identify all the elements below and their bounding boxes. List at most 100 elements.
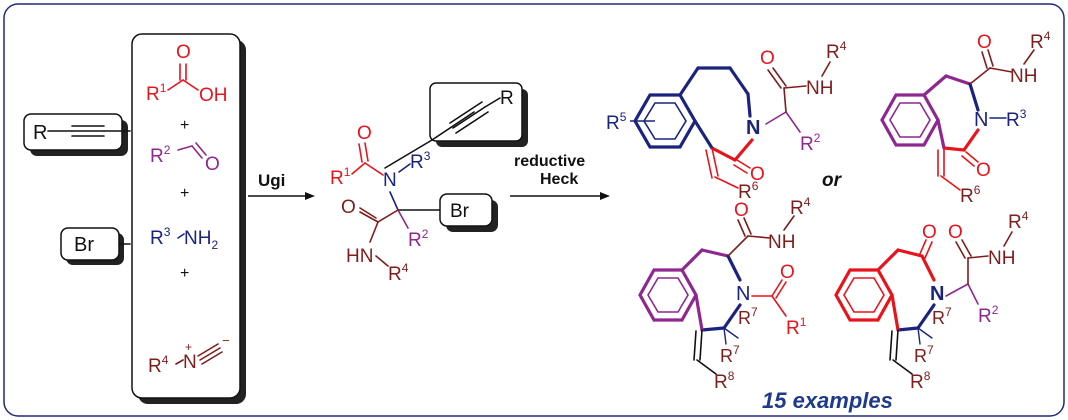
or-label: or <box>822 170 843 191</box>
svg-text:R8: R8 <box>714 369 735 393</box>
p4-r7a: R <box>932 308 945 328</box>
p4-o-ring: O <box>922 222 937 243</box>
plus-3: + <box>180 265 189 282</box>
plus-2: + <box>180 185 189 202</box>
svg-text:R1: R1 <box>146 81 167 105</box>
p2-r6-sup: 6 <box>974 183 981 197</box>
p1-o-amide: O <box>760 48 775 69</box>
ald-o: O <box>205 154 220 175</box>
p4-r7b: R <box>914 346 927 366</box>
acid-r1-sup: 1 <box>160 81 167 95</box>
svg-text:R2: R2 <box>978 303 999 327</box>
iso-r4-sup: 4 <box>162 353 169 367</box>
p1-r5-sup: 5 <box>620 110 627 124</box>
amine-r3: R <box>150 228 164 249</box>
svg-text:R6: R6 <box>738 179 759 203</box>
p1-nh: NH <box>806 78 833 99</box>
heck-arrow: reductive Heck <box>510 153 610 200</box>
product-2: N R3 O R6 O NH R4 <box>880 29 1051 207</box>
p2-r3: R <box>1006 110 1020 131</box>
p3-r4: R <box>790 198 804 219</box>
svg-text:R1: R1 <box>330 165 351 189</box>
acid-oh: OH <box>199 85 228 106</box>
p1-o-ring: O <box>750 164 765 185</box>
p4-r8: R <box>910 372 924 393</box>
int-r1-sup: 1 <box>344 165 351 179</box>
components-box <box>131 33 241 399</box>
ugi-label: Ugi <box>258 171 285 190</box>
acid-o: O <box>176 42 191 63</box>
p2-nh: NH <box>1010 66 1037 87</box>
svg-text:R4: R4 <box>388 261 409 285</box>
p1-r4: R <box>826 42 840 63</box>
svg-text:R2: R2 <box>150 143 171 167</box>
ald-r2-sup: 2 <box>164 143 171 157</box>
p1-r6: R <box>738 182 752 203</box>
int-r2-sup: 2 <box>422 227 429 241</box>
svg-text:R2: R2 <box>408 227 429 251</box>
amine: R3 NH2 <box>150 225 218 252</box>
int-hn: HN <box>346 246 373 267</box>
int-r1: R <box>330 168 344 189</box>
alkyne-reagent: R <box>23 113 131 156</box>
p4-o-amide: O <box>948 222 963 243</box>
heck-label-1: reductive <box>514 153 585 170</box>
int-alkyne-r: R <box>500 88 514 109</box>
examples-count: 15 examples <box>762 388 893 413</box>
p3-o-acyl: O <box>780 262 795 283</box>
p1-r5: R <box>606 113 620 134</box>
ugi-arrow: Ugi <box>248 171 315 200</box>
p3-r1-sup: 1 <box>800 315 807 329</box>
int-r2: R <box>408 230 422 251</box>
svg-text:R8: R8 <box>910 369 931 393</box>
bromo-reagent: Br <box>60 227 131 265</box>
svg-text:R5: R5 <box>606 110 627 134</box>
ugi-adduct: O R1 N R3 R Br R2 O HN <box>330 82 528 285</box>
bromo-label: Br <box>74 234 94 256</box>
svg-text:NH2: NH2 <box>184 228 218 252</box>
svg-text:R4: R4 <box>790 195 811 219</box>
p2-o-ring: O <box>976 160 991 181</box>
p3-r8: R <box>714 372 728 393</box>
int-o-bottom: O <box>341 197 356 218</box>
svg-text:R3: R3 <box>410 149 431 173</box>
scheme-frame <box>3 3 1065 417</box>
aldehyde: R2 O <box>150 142 220 175</box>
int-r4-sup: 4 <box>402 261 409 275</box>
svg-text:R4: R4 <box>148 353 169 377</box>
amine-nh-sub: 2 <box>211 238 218 252</box>
svg-text:R4: R4 <box>1008 209 1029 233</box>
components-group: R Br O R1 OH + R2 <box>23 33 246 404</box>
p3-o-amide: O <box>734 200 749 221</box>
int-r3-sup: 3 <box>424 149 431 163</box>
int-n: N <box>383 170 397 191</box>
p3-nh: NH <box>768 232 795 253</box>
p3-r4-sup: 4 <box>804 195 811 209</box>
p4-r2-sup: 2 <box>992 303 999 317</box>
p2-r3-sup: 3 <box>1020 107 1027 121</box>
p4-r4: R <box>1008 212 1022 233</box>
p2-r6: R <box>960 186 974 207</box>
p4-r4-sup: 4 <box>1022 209 1029 223</box>
int-r4: R <box>388 264 402 285</box>
int-r3: R <box>410 152 424 173</box>
p2-r4-sup: 4 <box>1044 29 1051 43</box>
p1-r2: R <box>800 134 814 155</box>
svg-text:R7: R7 <box>932 305 952 328</box>
iso-r4: R <box>148 356 162 377</box>
p3-r8-sup: 8 <box>728 369 735 383</box>
p4-r7b-sup: 7 <box>927 343 934 357</box>
p3-n: N <box>736 283 750 305</box>
svg-text:R4: R4 <box>1030 29 1051 53</box>
p1-r4-sup: 4 <box>840 39 847 53</box>
p2-r4: R <box>1030 32 1044 53</box>
carboxylic-acid: O R1 OH <box>146 42 228 106</box>
p1-r6-sup: 6 <box>752 179 759 193</box>
heck-label-2: Heck <box>540 171 578 188</box>
svg-text:R4: R4 <box>826 39 847 63</box>
p3-r7a: R <box>738 308 751 328</box>
isocyanide: R4 N + − <box>148 333 230 377</box>
p3-r7b-sup: 7 <box>733 343 740 357</box>
p3-r7a-sup: 7 <box>751 305 758 319</box>
